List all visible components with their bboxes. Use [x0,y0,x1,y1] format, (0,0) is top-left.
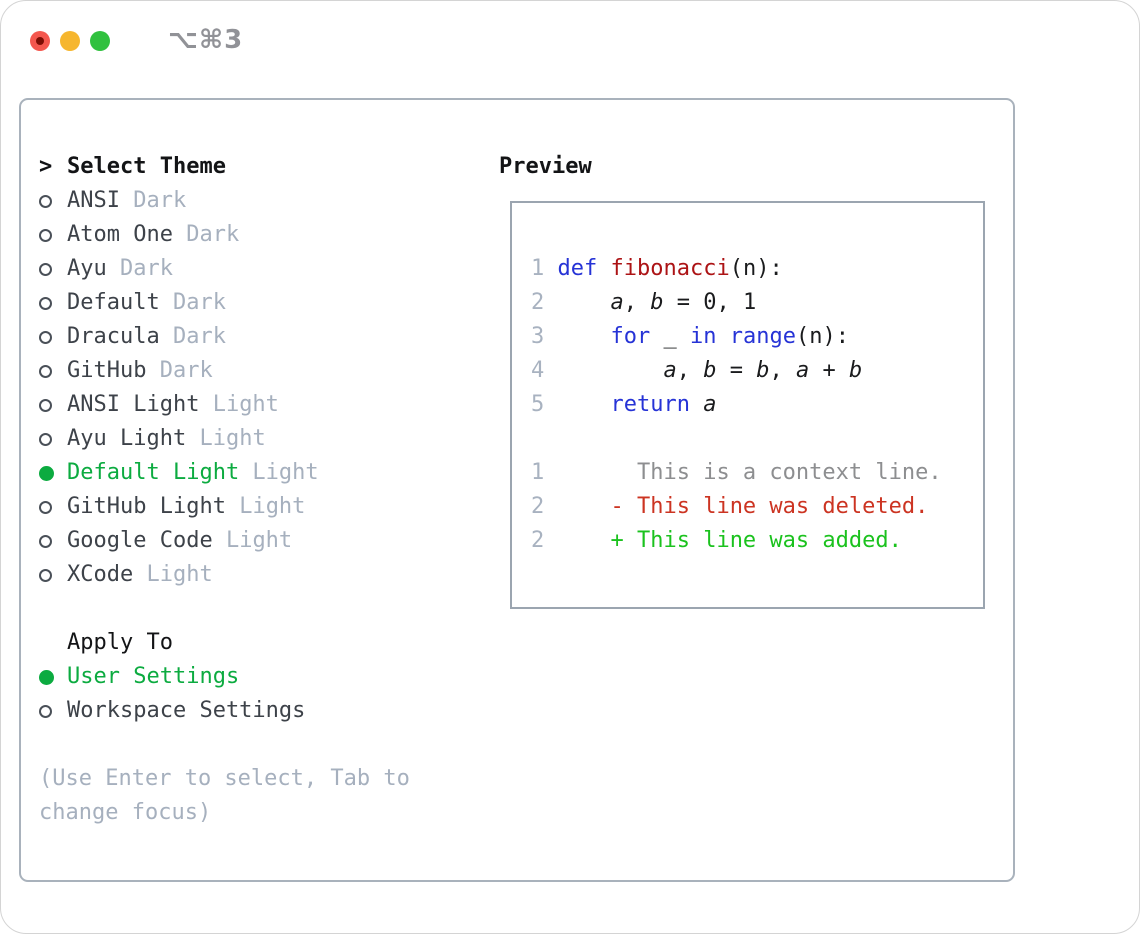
theme-option-label: Default Light Light [67,460,319,485]
theme-option-label: XCode Light [67,562,213,587]
radio-unselected-icon [39,500,52,514]
theme-option-ayu[interactable]: Ayu Dark [39,252,495,286]
theme-option-default[interactable]: Default Dark [39,286,495,320]
radio-unselected-icon [39,262,52,276]
preview-line-code: 1 def fibonacci(n): [531,256,783,281]
radio-unselected-icon [39,330,52,344]
radio-unselected-icon [39,398,52,412]
preview-line-blank [531,422,983,456]
theme-option-ansi[interactable]: ANSI Dark [39,184,495,218]
radio-marker [39,194,67,208]
theme-option-label: ANSI Dark [67,188,187,213]
radio-marker [39,296,67,310]
theme-option-label: Default Dark [67,290,226,315]
radio-unselected-icon [39,364,52,378]
theme-option-github[interactable]: GitHub Dark [39,354,495,388]
preview-line-context: 1 This is a context line. [531,460,942,485]
preview-line-code: 2 a, b = 0, 1 [531,290,757,315]
theme-option-label: Ayu Dark [67,256,173,281]
radio-marker [39,262,67,276]
preview-line-code: 3 for _ in range(n): [531,324,849,349]
theme-option-dracula[interactable]: Dracula Dark [39,320,495,354]
radio-unselected-icon [39,228,52,242]
spacer [39,592,495,626]
theme-option-label: Dracula Dark [67,324,226,349]
radio-unselected-icon [39,534,52,548]
theme-option-label: GitHub Dark [67,358,213,383]
theme-list-heading-row: > Select Theme [39,150,495,184]
radio-marker [39,534,67,548]
apply-to-heading: Apply To [67,630,173,655]
apply-option-label: User Settings [67,664,240,689]
radio-selected-icon [39,465,54,481]
radio-marker [39,500,67,514]
prompt-marker: > [39,150,67,184]
theme-option-ansi-light[interactable]: ANSI Light Light [39,388,495,422]
theme-option-ayu-light[interactable]: Ayu Light Light [39,422,495,456]
radio-marker [39,568,67,582]
radio-marker [39,669,67,685]
theme-option-label: ANSI Light Light [67,392,279,417]
prompt-icon: > [39,154,53,179]
titlebar: ⌥⌘3 [1,1,1139,98]
theme-option-github-light[interactable]: GitHub Light Light [39,490,495,524]
radio-marker [39,465,67,481]
keyboard-hint: (Use Enter to select, Tab to change focu… [39,766,410,825]
radio-selected-icon [39,669,54,685]
preview-box: 1 def fibonacci(n): 2 a, b = 0, 1 3 for _ … [510,201,985,609]
theme-list-heading: Select Theme [67,154,226,179]
close-dot-icon [36,37,44,45]
zoom-button[interactable] [90,31,110,51]
preview-heading: Preview [499,154,592,179]
radio-marker [39,330,67,344]
radio-unselected-icon [39,568,52,582]
theme-option-label: GitHub Light Light [67,494,306,519]
radio-unselected-icon [39,194,52,208]
radio-unselected-icon [39,704,52,718]
radio-marker [39,228,67,242]
theme-option-label: Atom One Dark [67,222,240,247]
theme-option-label: Google Code Light [67,528,293,553]
theme-option-label: Ayu Light Light [67,426,266,451]
theme-option-atom-one[interactable]: Atom One Dark [39,218,495,252]
apply-option-workspace-settings[interactable]: Workspace Settings [39,694,495,728]
apply-to-heading-row: Apply To [39,626,495,660]
preview-line-deleted: 2 - This line was deleted. [531,494,929,519]
radio-marker [39,364,67,378]
radio-marker [39,432,67,446]
preview-line-code: 4 a, b = b, a + b [531,358,863,383]
radio-unselected-icon [39,296,52,310]
preview-line-added: 2 + This line was added. [531,528,902,553]
radio-marker [39,398,67,412]
theme-option-xcode[interactable]: XCode Light [39,558,495,592]
theme-option-default-light[interactable]: Default Light Light [39,456,495,490]
radio-unselected-icon [39,432,52,446]
preview-line-code: 5 return a [531,392,717,417]
apply-option-label: Workspace Settings [67,698,306,723]
window-title: ⌥⌘3 [168,25,244,55]
apply-option-user-settings[interactable]: User Settings [39,660,495,694]
close-button[interactable] [30,31,50,51]
theme-option-google-code[interactable]: Google Code Light [39,524,495,558]
minimize-button[interactable] [60,31,80,51]
radio-marker [39,704,67,718]
